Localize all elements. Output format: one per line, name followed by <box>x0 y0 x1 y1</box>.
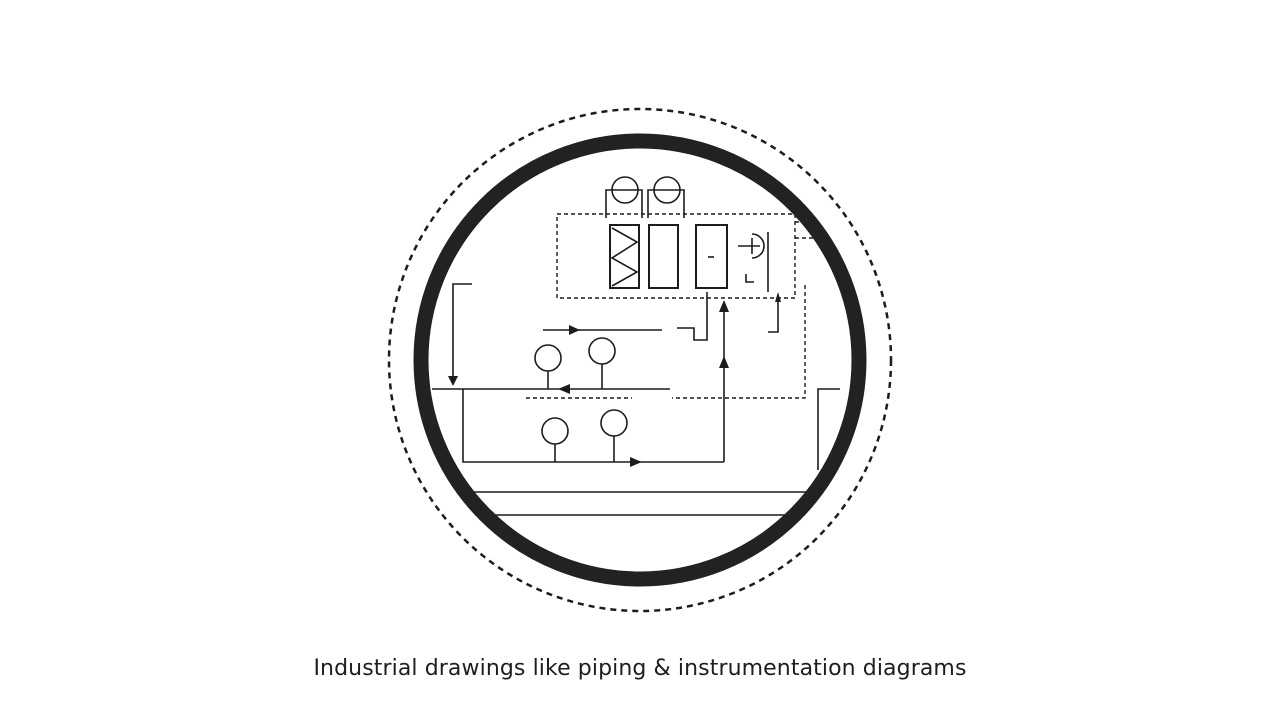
top-instruments <box>605 176 685 218</box>
signal-line <box>672 285 806 399</box>
caption-text: Industrial drawings like piping & instru… <box>313 656 967 681</box>
pump-icon <box>738 232 769 292</box>
lens-ring <box>413 133 867 587</box>
pid-content <box>430 176 850 516</box>
outer-dashed-ring <box>387 107 893 613</box>
vessels <box>609 224 728 289</box>
process-lines <box>430 283 850 516</box>
equipment-boundary <box>556 213 796 299</box>
gauges <box>534 337 628 462</box>
